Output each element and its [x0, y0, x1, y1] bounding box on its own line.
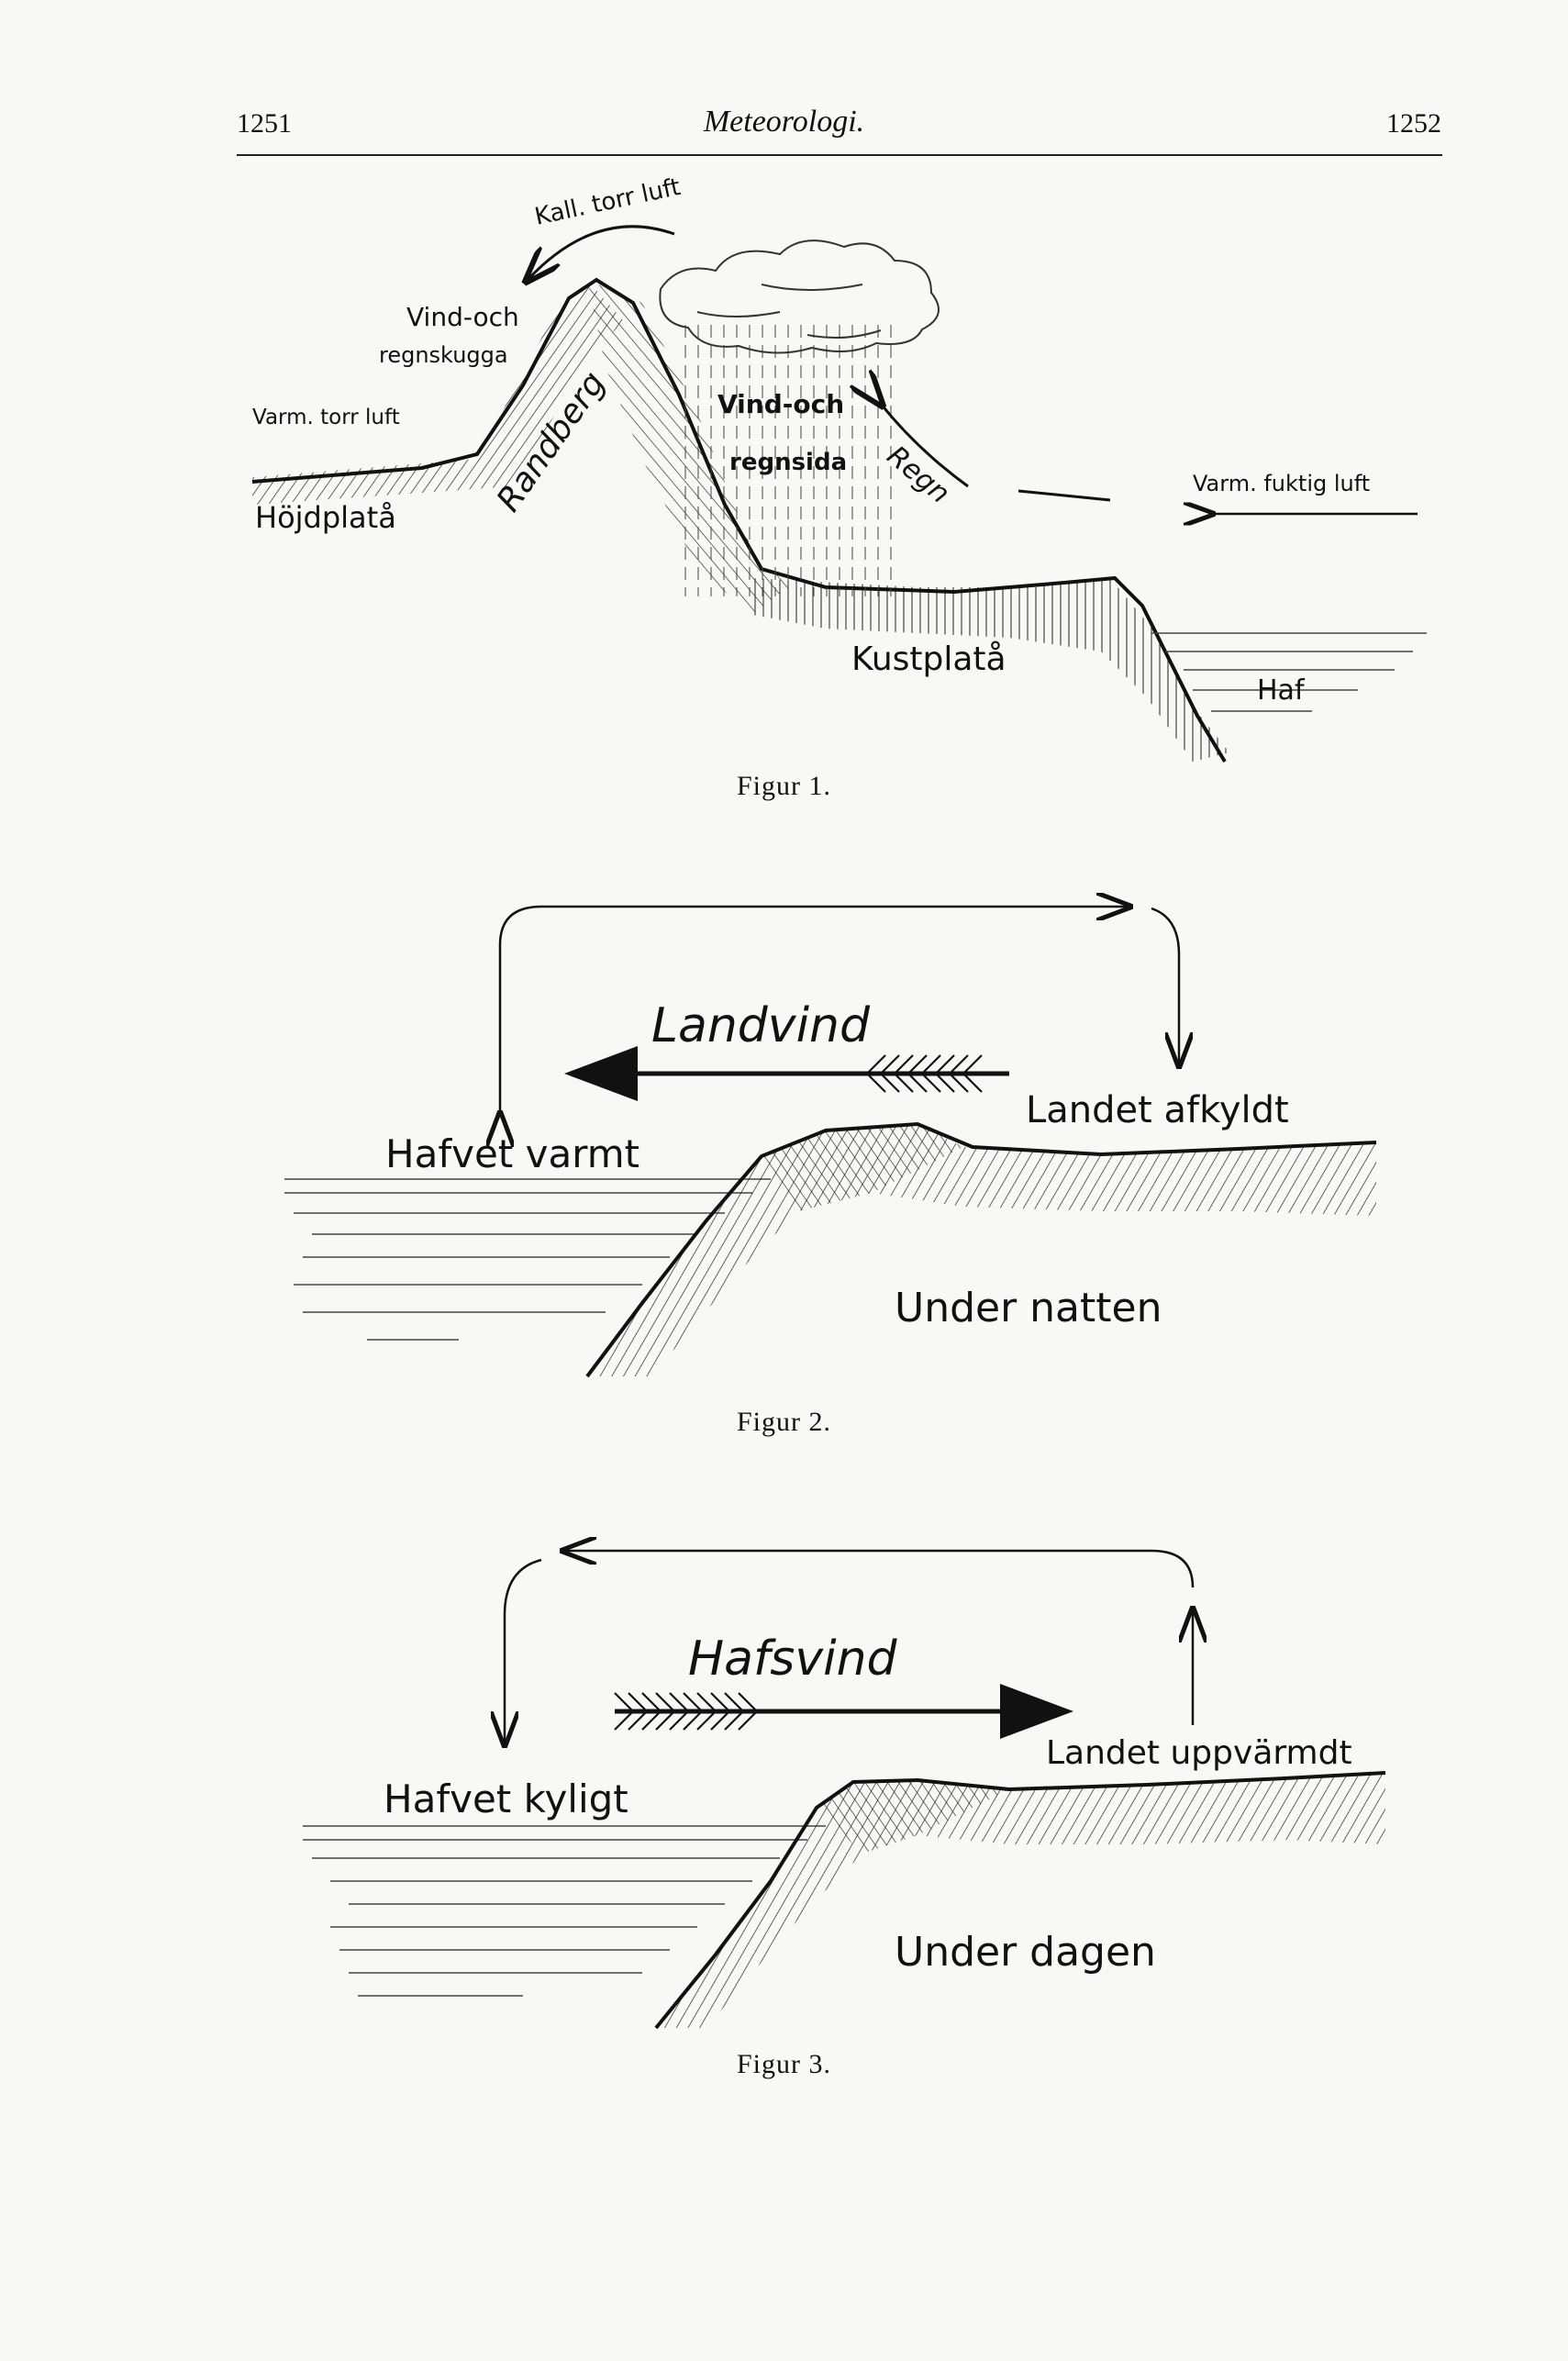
land-ground — [656, 1773, 1385, 2028]
warm-moist-air-label: Varm. fuktig luft — [1193, 471, 1370, 496]
sea-breeze-label: Hafsvind — [688, 1632, 898, 1687]
coastal-plateau-ground — [752, 578, 1229, 762]
rain-arrow — [881, 404, 969, 488]
sea-label: Hafvet kyligt — [384, 1776, 628, 1821]
land-ground — [587, 1124, 1376, 1376]
high-plateau-ground — [252, 280, 624, 505]
header-rule — [237, 154, 1442, 156]
sea-lines — [303, 1825, 826, 1997]
windward-label-1: Vind-och — [717, 389, 844, 419]
circulation-loop-down — [1151, 907, 1179, 1064]
sea-lines — [1151, 632, 1427, 712]
circulation-loop-down — [505, 1558, 542, 1743]
figure-3-caption: Figur 3. — [736, 2049, 831, 2079]
figure-2-diagram: Landvind Landet afkyldt Hafvet varmt — [284, 881, 1377, 1378]
cold-dry-air-label: Kall. torr luft — [532, 173, 683, 231]
cloud — [659, 239, 940, 354]
rain-curtain — [679, 321, 899, 596]
windward-label-2: regnsida — [729, 449, 847, 476]
land-outline — [585, 1121, 1377, 1378]
land-label: Landet afkyldt — [1026, 1089, 1289, 1131]
rain-shadow-label-1: Vind-och — [406, 302, 519, 332]
time-label: Under dagen — [895, 1929, 1156, 1976]
sea-lines — [284, 1178, 771, 1341]
land-outline — [654, 1771, 1386, 2030]
page-number-left: 1251 — [237, 108, 292, 139]
figure-1-caption: Figur 1. — [736, 771, 831, 801]
coastal-plateau-label: Kustplatå — [851, 640, 1006, 678]
page-number-right: 1252 — [1386, 108, 1441, 139]
time-label: Under natten — [895, 1285, 1162, 1331]
rain-shadow-label-2: regnskugga — [379, 342, 508, 368]
circulation-loop — [500, 907, 1129, 1115]
figure-2-caption: Figur 2. — [736, 1407, 831, 1437]
running-title: Meteorologi. — [703, 105, 865, 139]
sea-breeze-fletching — [614, 1692, 758, 1731]
sea-label: Hafvet varmt — [385, 1131, 639, 1176]
sea-label: Haf — [1257, 674, 1306, 707]
moist-air-line — [1018, 489, 1111, 502]
high-plateau-label: Höjdplatå — [255, 500, 396, 535]
land-breeze-fletching — [866, 1054, 983, 1093]
figure-1-diagram: Kall. torr luft Vind-och regnskugga Varm… — [251, 173, 1427, 763]
circulation-loop-top — [564, 1551, 1195, 1588]
land-label: Landet uppvärmdt — [1046, 1734, 1352, 1772]
land-breeze-label: Landvind — [651, 998, 871, 1053]
cold-air-arrow — [528, 225, 675, 280]
figure-3-diagram: Hafsvind Landet uppvärmdt Hafvet kyligt — [303, 1523, 1386, 2030]
warm-dry-air-label: Varm. torr luft — [252, 406, 400, 429]
